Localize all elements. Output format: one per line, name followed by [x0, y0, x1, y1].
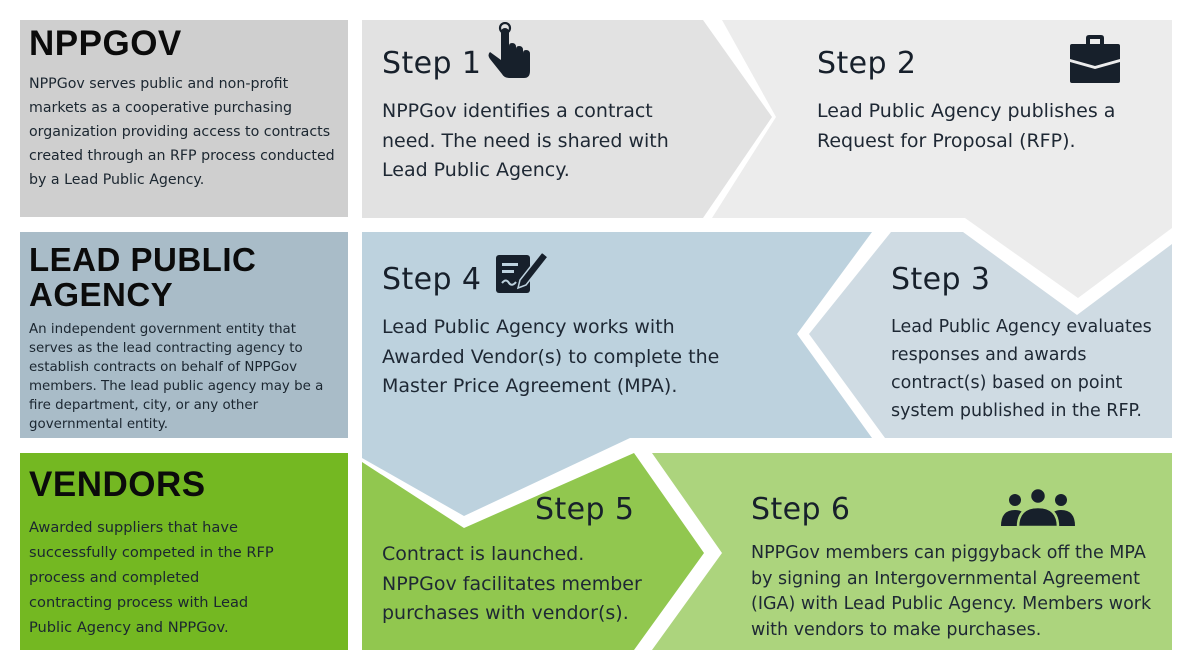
sign-document-icon	[496, 250, 550, 293]
step-2-shape	[712, 20, 1172, 298]
briefcase-icon	[1070, 35, 1120, 83]
step-1-title: Step 1	[382, 46, 482, 81]
role-title-lead-public-agency: LEAD PUBLIC AGENCY	[29, 241, 257, 313]
step-5-description: Contract is launched. NPPGov facilitates…	[382, 543, 642, 624]
step-1-description: NPPGov identifies a contract need. The n…	[382, 100, 669, 181]
step-6-description: NPPGov members can piggyback off the MPA…	[751, 543, 1152, 640]
step-3-title: Step 3	[891, 262, 991, 297]
step-5-title: Step 5	[535, 492, 635, 527]
step-6-title: Step 6	[751, 492, 851, 527]
pointing-hand-icon	[488, 22, 530, 78]
role-title-nppgov: NPPGOV	[29, 24, 182, 63]
step-2-title: Step 2	[817, 46, 917, 81]
role-title-vendors: VENDORS	[29, 465, 206, 504]
role-description-vendors: Awarded suppliers that have successfully…	[29, 519, 274, 636]
role-panel-nppgov	[20, 20, 348, 217]
step-5-shape	[362, 453, 704, 650]
role-panel-lead-public-agency	[20, 232, 348, 438]
step-1-shape	[362, 20, 772, 218]
step-4-title: Step 4	[382, 262, 482, 297]
role-description-lead-public-agency: An independent government entity that se…	[29, 322, 324, 432]
role-panel-vendors	[20, 453, 348, 650]
step-2-description: Lead Public Agency publishes a Request f…	[817, 100, 1116, 152]
step-4-shape	[362, 232, 872, 516]
step-3-description: Lead Public Agency evaluates responses a…	[891, 317, 1152, 421]
step-4-description: Lead Public Agency works with Awarded Ve…	[382, 316, 720, 397]
step-3-shape	[809, 232, 1172, 438]
role-description-nppgov: NPPGov serves public and non-profit mark…	[29, 76, 335, 188]
group-icon	[1001, 486, 1075, 528]
